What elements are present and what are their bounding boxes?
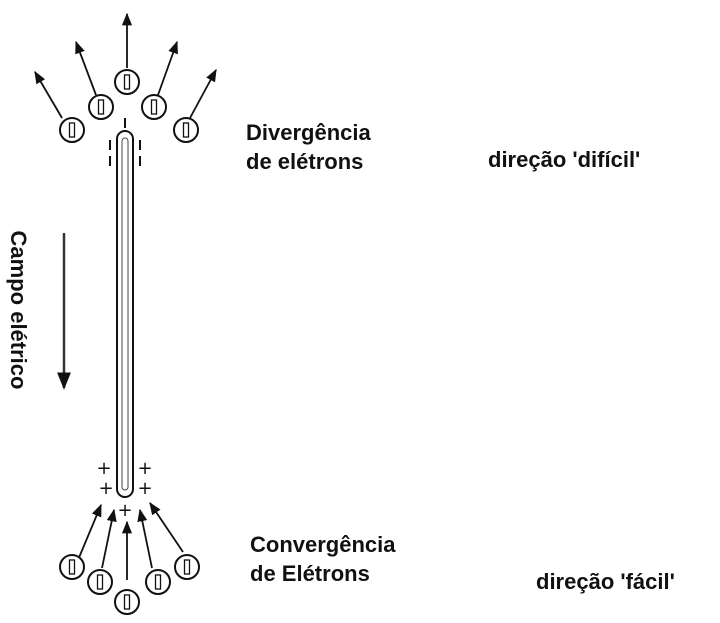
convergence-label: Convergência de Elétrons [250,530,396,588]
electron-icon [87,569,113,595]
electron-icon [114,69,140,95]
arrow-icon [157,40,178,96]
plus-sign: + [96,458,111,479]
divergence-label-line2: de elétrons [246,149,364,174]
divergence-arrows [34,12,217,119]
arrow-icon [137,508,153,569]
plus-sign: + [137,458,152,479]
electron-icon [114,589,140,615]
arrow-icon [101,508,117,569]
electron-icon [88,94,114,120]
convergence-arrows [77,501,184,580]
convergence-label-line2: de Elétrons [250,561,370,586]
convergence-electrons [59,554,200,615]
positive-charges: + + + + + [96,458,152,521]
divergence-label: Divergência de elétrons [246,118,371,176]
electron-icon [174,554,200,580]
hard-direction-label: direção 'difícil' [488,147,641,172]
electron-icon [173,117,199,143]
plus-sign: + [137,478,152,499]
plus-sign: + [98,478,113,499]
arrow-icon [34,70,63,119]
negative-charges [109,118,141,166]
arrow-icon [189,68,217,119]
electric-field-text: Campo elétrico [6,230,31,390]
easy-direction-label: direção 'fácil' [536,569,675,594]
convergence-label-line1: Convergência [250,532,396,557]
plus-sign: + [117,500,132,521]
electron-icon [145,569,171,595]
arrow-icon [149,501,184,553]
arrow-icon [75,40,97,96]
divergence-label-line1: Divergência [246,120,371,145]
electron-icon [59,554,85,580]
electron-icon [141,94,167,120]
divergence-electrons [59,69,199,143]
arrow-icon [77,503,102,561]
electron-icon [59,117,85,143]
